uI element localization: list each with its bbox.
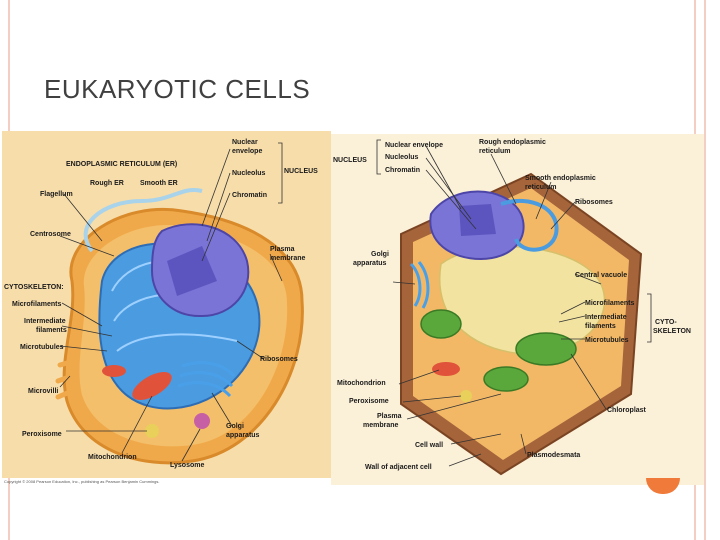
plant-label-intermediate-2: filaments (585, 323, 616, 330)
plant-chloroplast (515, 332, 577, 366)
label-nuclear-envelope-2: envelope (232, 148, 262, 155)
plant-label-microfilaments: Microfilaments (585, 300, 635, 307)
plant-label-nucleolus: Nucleolus (385, 154, 419, 161)
plant-label-chromatin: Chromatin (385, 167, 420, 174)
label-golgi-1: Golgi (226, 423, 244, 430)
label-ribosomes: Ribosomes (260, 356, 298, 363)
plant-label-golgi-1: Golgi (371, 251, 389, 258)
plant-peroxisome (460, 390, 472, 402)
plant-cell-diagram: Nuclear envelope Nucleolus Chromatin NUC… (331, 134, 704, 485)
label-peroxisome: Peroxisome (22, 431, 62, 438)
label-mitochondrion: Mitochondrion (88, 454, 137, 461)
plant-label-rough-er-2: reticulum (479, 148, 511, 155)
plant-label-mitochondrion: Mitochondrion (337, 380, 386, 387)
label-plasma-membrane-2: membrane (270, 255, 306, 262)
label-microvilli: Microvilli (28, 388, 58, 395)
label-intermediate-1: Intermediate (24, 318, 66, 325)
plant-cell-svg: Nuclear envelope Nucleolus Chromatin NUC… (333, 139, 691, 476)
plant-label-cyto-1: CYTO- (655, 319, 677, 326)
label-nuclear-envelope-1: Nuclear (232, 139, 258, 146)
plant-label-plasmodesmata: Plasmodesmata (527, 452, 580, 459)
label-microfilaments: Microfilaments (12, 301, 62, 308)
plant-label-plasma-membrane-1: Plasma (377, 413, 402, 420)
label-nucleolus: Nucleolus (232, 170, 266, 177)
plant-label-nucleus: NUCLEUS (333, 157, 367, 164)
label-rough-er: Rough ER (90, 180, 124, 187)
plant-label-chloroplast: Chloroplast (607, 407, 647, 414)
label-lysosome: Lysosome (170, 462, 204, 469)
plant-label-microtubules: Microtubules (585, 337, 629, 344)
plant-label-golgi-2: apparatus (353, 260, 387, 267)
animal-lysosome (194, 413, 210, 429)
slide-title: EUKARYOTIC CELLS (44, 74, 311, 104)
label-plasma-membrane-1: Plasma (270, 246, 295, 253)
plant-label-peroxisome: Peroxisome (349, 398, 389, 405)
plant-label-ribosomes: Ribosomes (575, 199, 613, 206)
slide-border-right-outer (704, 0, 706, 540)
plant-er (500, 198, 559, 252)
label-flagellum: Flagellum (40, 191, 73, 198)
animal-cell-diagram: ENDOPLASMIC RETICULUM (ER) Rough ER Smoo… (2, 131, 331, 478)
animal-mitochondrion (132, 372, 172, 400)
plant-label-central-vacuole: Central vacuole (575, 272, 627, 279)
animal-golgi (177, 361, 236, 398)
plant-label-wall-adjacent: Wall of adjacent cell (365, 464, 432, 471)
plant-label-intermediate-1: Intermediate (585, 314, 627, 321)
label-centrosome: Centrosome (30, 231, 71, 238)
plant-label-cyto-2: SKELETON (653, 328, 691, 335)
plant-label-smooth-er-2: reticulum (525, 184, 557, 191)
plant-golgi (409, 261, 430, 309)
animal-leader-lines (59, 148, 283, 462)
plant-label-plasma-membrane-2: membrane (363, 422, 399, 429)
label-intermediate-2: filaments (36, 327, 67, 334)
plant-label-smooth-er-1: Smooth endoplasmic (525, 175, 596, 182)
plant-label-rough-er-1: Rough endoplasmic (479, 139, 546, 146)
plant-mitochondrion (432, 362, 460, 376)
slide-decoration-circle (646, 478, 680, 494)
animal-peroxisome (145, 424, 159, 438)
plant-label-cell-wall: Cell wall (415, 442, 443, 449)
label-cytoskeleton: CYTOSKELETON: (4, 284, 64, 291)
animal-flagellum (83, 188, 203, 253)
label-er: ENDOPLASMIC RETICULUM (ER) (66, 161, 177, 168)
label-chromatin: Chromatin (232, 192, 267, 199)
label-microtubules: Microtubules (20, 344, 64, 351)
copyright-caption: Copyright © 2008 Pearson Education, Inc.… (4, 479, 160, 484)
label-nucleus: NUCLEUS (284, 168, 318, 175)
animal-cell-svg: ENDOPLASMIC RETICULUM (ER) Rough ER Smoo… (4, 139, 318, 469)
plant-label-nuclear-envelope: Nuclear envelope (385, 142, 443, 149)
label-golgi-2: apparatus (226, 432, 260, 439)
label-smooth-er: Smooth ER (140, 180, 178, 187)
plant-leader-lines (392, 145, 607, 467)
